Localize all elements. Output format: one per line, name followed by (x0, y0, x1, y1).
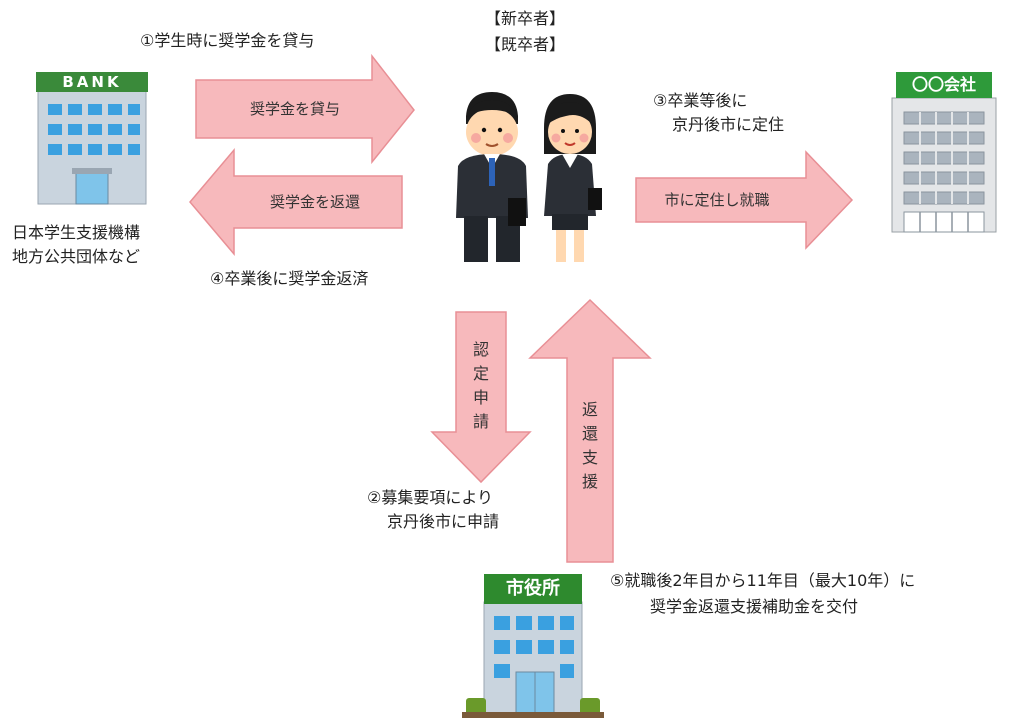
graduates-label-existing: 【既卒者】 (485, 35, 566, 54)
bank-caption-line1: 日本学生支援機構 (12, 223, 141, 242)
support-char-2: 還 (581, 424, 598, 443)
lend-arrow-label: 奨学金を貸与 (249, 100, 340, 118)
city-hall-sign: 市役所 (506, 578, 560, 599)
female-graduate-icon (544, 94, 602, 262)
step2-label-line1: ②募集要項により (367, 488, 494, 507)
company-sign: 〇〇会社 (911, 75, 976, 94)
graduates-label-new: 【新卒者】 (485, 9, 566, 28)
settle-arrow-label: 市に定住し就職 (664, 191, 770, 209)
bank-caption-line2: 地方公共団体など (12, 247, 141, 266)
city-hall-building-icon: 市役所 (462, 572, 604, 718)
graduates-illustration (448, 88, 608, 268)
step2-label-line2: 京丹後市に申請 (387, 512, 500, 531)
apply-char-4: 請 (472, 412, 489, 431)
step3-label-line1: ③卒業等後に (653, 91, 748, 110)
company-building-icon: 〇〇会社 (890, 72, 998, 234)
repay-arrow-label: 奨学金を返還 (269, 193, 360, 211)
male-graduate-icon (456, 92, 528, 262)
step1-label: ①学生時に奨学金を貸与 (140, 31, 315, 50)
support-char-4: 援 (581, 472, 598, 491)
bank-building-icon: BANK (36, 70, 148, 206)
apply-char-2: 定 (472, 364, 489, 383)
step4-label: ④卒業後に奨学金返済 (210, 269, 369, 288)
support-char-1: 返 (581, 400, 598, 419)
step5-label-line2: 奨学金返還支援補助金を交付 (650, 597, 859, 616)
step3-label-line2: 京丹後市に定住 (672, 115, 785, 134)
support-char-3: 支 (581, 448, 598, 467)
apply-char-3: 申 (472, 388, 489, 407)
bank-sign: BANK (62, 73, 122, 91)
step5-label-line1: ⑤就職後2年目から11年目（最大10年）に (610, 571, 916, 590)
apply-char-1: 認 (472, 340, 489, 359)
